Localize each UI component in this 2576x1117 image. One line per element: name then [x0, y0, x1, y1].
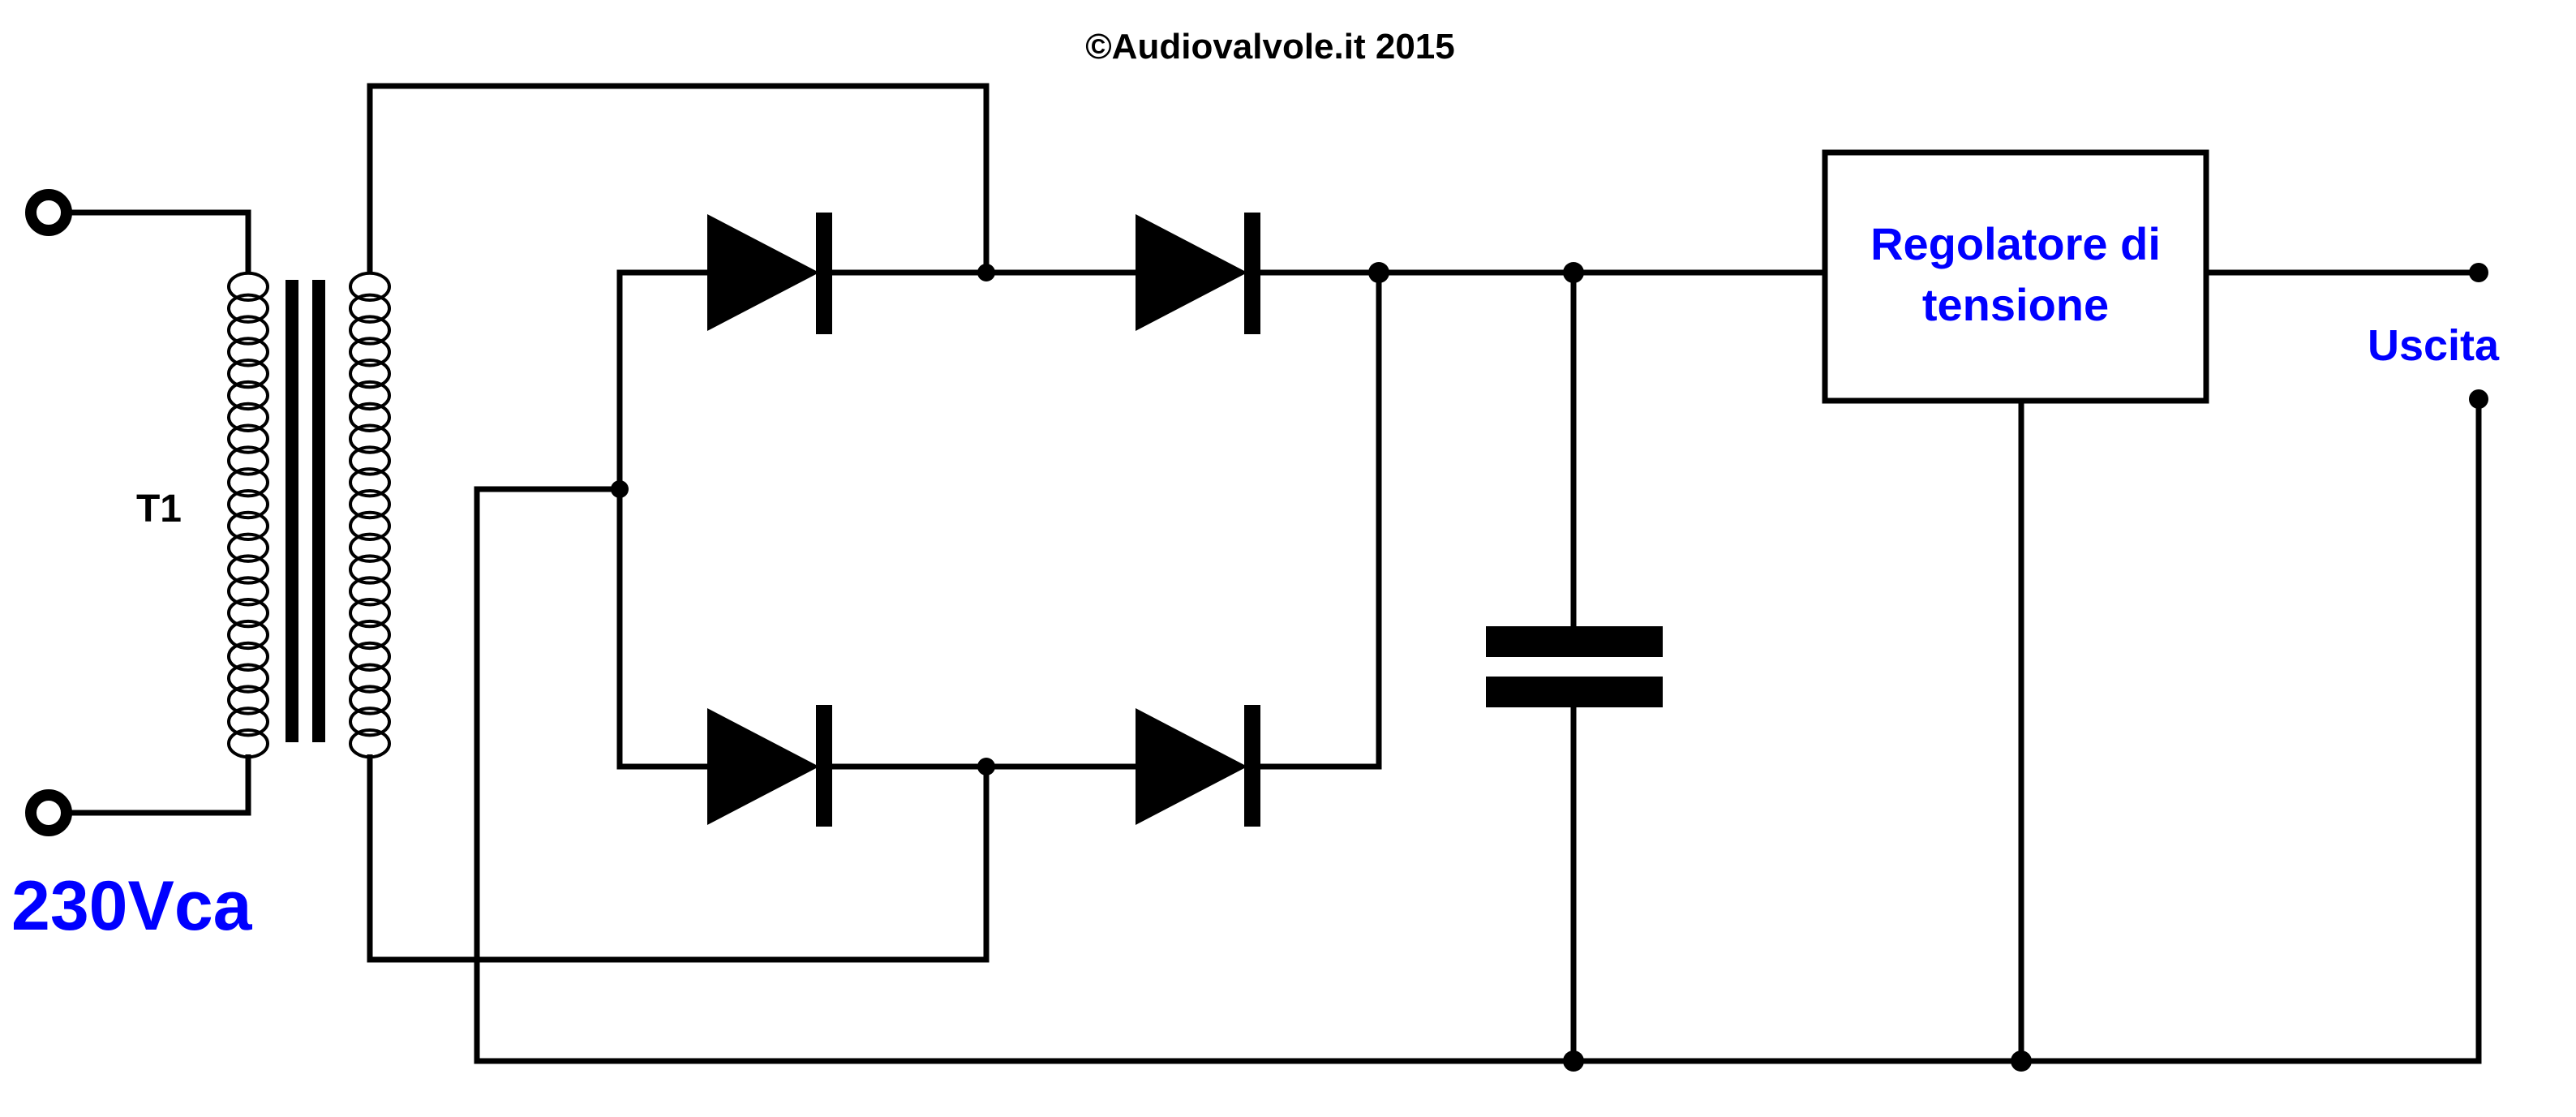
diode-top-left [707, 213, 832, 334]
filter-capacitor [1486, 626, 1663, 707]
coil-turn [349, 663, 391, 694]
coil-turn [227, 380, 269, 411]
junction-bridge-positive [1368, 262, 1389, 283]
coil-turn [227, 337, 269, 367]
diode-bottom-left [707, 705, 832, 827]
wire-secondary-top [367, 83, 990, 274]
coil-turn [349, 641, 391, 672]
transformer-secondary-winding [349, 271, 391, 759]
coil-turn [349, 488, 391, 520]
coil-turn [227, 619, 269, 651]
coil-turn [349, 576, 391, 607]
coil-turn [349, 532, 391, 563]
output-label: Uscita [2368, 321, 2500, 370]
junction-bottom-ac [977, 758, 995, 775]
coil-turn [349, 337, 391, 367]
coil-turn [349, 510, 391, 542]
coil-turn [227, 598, 269, 629]
coil-turn [349, 707, 391, 737]
transformer-primary-winding [227, 271, 269, 759]
coil-turn [227, 271, 269, 303]
output-terminal-negative [2469, 389, 2488, 409]
coil-turn [227, 728, 269, 759]
coil-turn [349, 380, 391, 411]
wire-ground-return [474, 399, 2482, 1064]
coil-turn [349, 423, 391, 454]
coil-turn [227, 445, 269, 476]
coil-turn [227, 510, 269, 542]
coil-turn [227, 359, 269, 389]
junction-capacitor-top [1563, 262, 1584, 283]
coil-turn [227, 554, 269, 585]
coil-turn [349, 685, 391, 715]
coil-turn [227, 685, 269, 715]
coil-turn [349, 467, 391, 498]
coil-turn [349, 359, 391, 389]
input-terminal-top [25, 189, 72, 236]
coil-turn [227, 293, 269, 324]
diode-bottom-right [1136, 705, 1260, 827]
junction-capacitor-bottom [1563, 1050, 1584, 1072]
wire-bridge-right [1247, 273, 1382, 770]
coil-turn [227, 532, 269, 563]
junction-top-ac [977, 264, 995, 281]
wire-secondary-bottom [367, 754, 990, 963]
coil-turn [227, 576, 269, 607]
coil-turn [227, 402, 269, 432]
output-terminal-positive [2469, 263, 2488, 282]
coil-turn [227, 488, 269, 520]
coil-turn [227, 423, 269, 454]
coil-turn [349, 315, 391, 346]
primary-leads [67, 209, 251, 816]
coil-turn [349, 402, 391, 432]
transformer-label: T1 [136, 488, 182, 531]
coil-turn [349, 293, 391, 324]
coil-turn [349, 598, 391, 629]
coil-turn [227, 467, 269, 498]
coil-turn [349, 445, 391, 476]
input-terminal-bottom [25, 789, 72, 836]
regulator-label-line1: Regolatore di [1870, 218, 2161, 269]
junction-dots [611, 262, 2032, 1072]
input-voltage-label: 230Vca [11, 867, 253, 945]
coil-turn [349, 554, 391, 585]
wire-bridge-left [616, 269, 722, 770]
coil-turn [227, 315, 269, 346]
voltage-regulator-box: Regolatore di tensione [1822, 149, 2209, 404]
regulator-label-line2: tensione [1922, 279, 2109, 330]
coil-turn [349, 619, 391, 651]
copyright-text: ©Audiovalvole.it 2015 [1085, 27, 1454, 67]
coil-turn [227, 641, 269, 672]
junction-regulator-ground [2011, 1050, 2032, 1072]
junction-bridge-left [611, 480, 629, 498]
diode-top-right [1136, 213, 1260, 334]
coil-turn [227, 707, 269, 737]
transformer-core [286, 280, 325, 742]
coil-turn [227, 663, 269, 694]
